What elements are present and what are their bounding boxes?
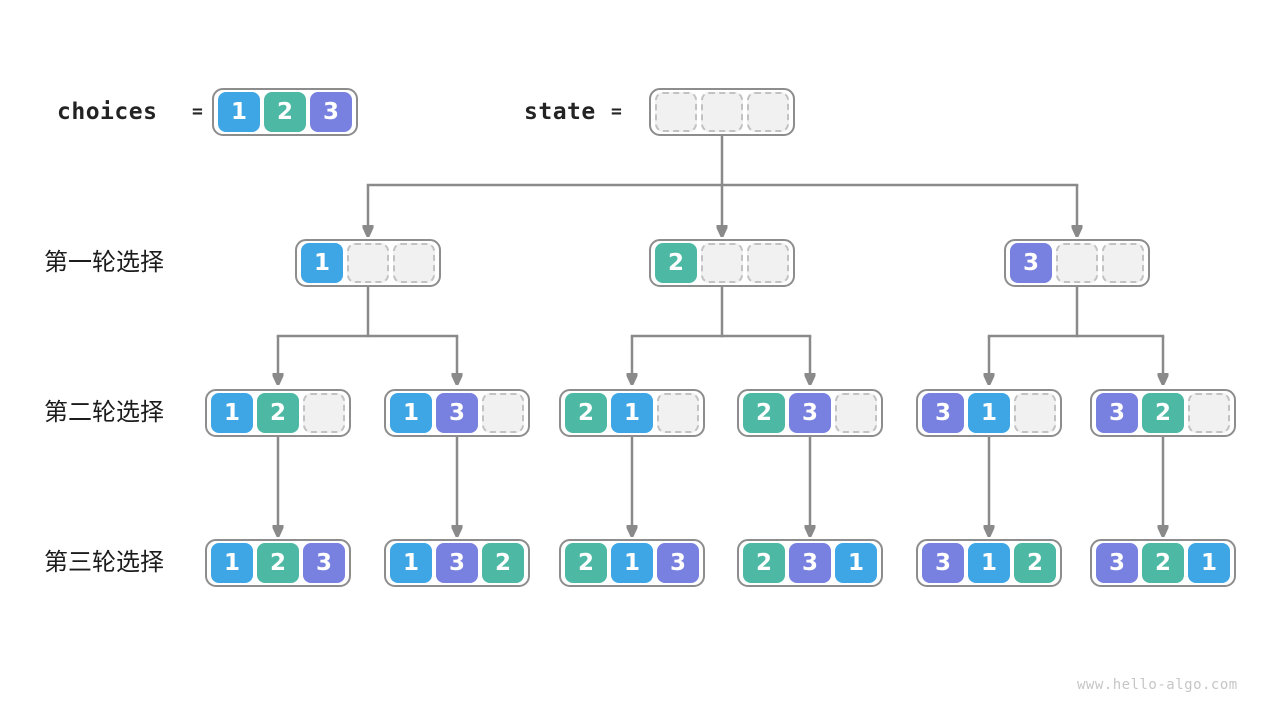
array-cell [657,393,699,433]
array-cell: 1 [211,393,253,433]
array-cell: 3 [922,393,964,433]
array-cell: 2 [565,393,607,433]
array-cell: 2 [257,543,299,583]
round1-row-label: 第一轮选择 [44,249,164,276]
array-cell [303,393,345,433]
round2-box-1: 1 3 [384,389,530,437]
array-cell [747,92,789,132]
array-cell: 2 [565,543,607,583]
array-cell [347,243,389,283]
array-cell: 2 [743,393,785,433]
array-cell: 1 [1188,543,1230,583]
array-cell: 1 [390,393,432,433]
watermark: www.hello-algo.com [1077,677,1238,693]
array-cell: 1 [211,543,253,583]
array-cell: 2 [743,543,785,583]
array-cell [747,243,789,283]
array-cell: 1 [390,543,432,583]
array-cell [1014,393,1056,433]
array-cell: 3 [789,393,831,433]
choices-equals-sign: = [192,101,204,122]
round3-box-0: 1 2 3 [205,539,351,587]
round2-box-0: 1 2 [205,389,351,437]
round1-box-1: 2 [649,239,795,287]
array-cell: 1 [968,543,1010,583]
array-cell [393,243,435,283]
array-cell: 2 [264,92,306,132]
array-cell [1056,243,1098,283]
array-cell: 3 [657,543,699,583]
array-cell: 3 [922,543,964,583]
array-cell [1188,393,1230,433]
round2-box-3: 2 3 [737,389,883,437]
array-cell: 1 [835,543,877,583]
array-cell: 2 [257,393,299,433]
array-cell [835,393,877,433]
array-cell: 3 [1010,243,1052,283]
round3-box-2: 2 1 3 [559,539,705,587]
array-cell [701,243,743,283]
round3-box-3: 2 3 1 [737,539,883,587]
array-cell [482,393,524,433]
array-cell: 3 [789,543,831,583]
array-cell [655,92,697,132]
round2-box-2: 2 1 [559,389,705,437]
choices-label: choices [57,99,158,125]
state-array [649,88,795,136]
state-label: state [524,99,596,125]
round3-box-4: 3 1 2 [916,539,1062,587]
round3-row-label: 第三轮选择 [44,549,164,576]
array-cell: 3 [1096,543,1138,583]
round1-box-2: 3 [1004,239,1150,287]
array-cell: 3 [310,92,352,132]
array-cell: 3 [1096,393,1138,433]
round2-box-5: 3 2 [1090,389,1236,437]
array-cell: 1 [968,393,1010,433]
round2-row-label: 第二轮选择 [44,399,164,426]
round3-box-1: 1 3 2 [384,539,530,587]
round3-box-5: 3 2 1 [1090,539,1236,587]
array-cell: 1 [301,243,343,283]
array-cell: 1 [218,92,260,132]
choices-array: 1 2 3 [212,88,358,136]
array-cell: 2 [1142,393,1184,433]
array-cell [701,92,743,132]
array-cell: 3 [436,543,478,583]
array-cell: 2 [655,243,697,283]
array-cell: 3 [303,543,345,583]
array-cell: 3 [436,393,478,433]
array-cell: 2 [1014,543,1056,583]
array-cell: 1 [611,543,653,583]
round2-box-4: 3 1 [916,389,1062,437]
array-cell: 2 [482,543,524,583]
array-cell: 1 [611,393,653,433]
state-equals-sign: = [611,101,623,122]
array-cell [1102,243,1144,283]
array-cell: 2 [1142,543,1184,583]
round1-box-0: 1 [295,239,441,287]
